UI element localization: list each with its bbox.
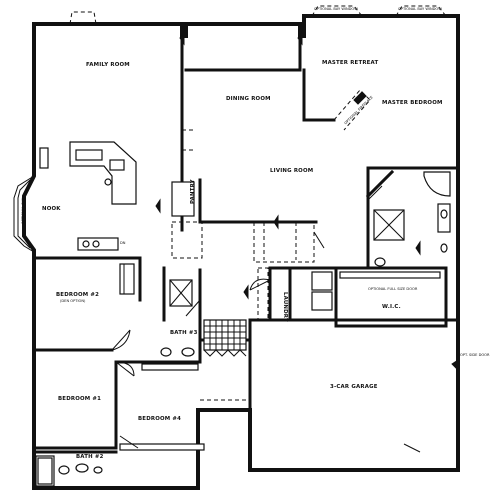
label-dining-room: DINING ROOM xyxy=(226,96,271,102)
label-laundry: LAUNDRY xyxy=(282,292,288,322)
label-living-room: LIVING ROOM xyxy=(270,168,313,174)
bath2-fixtures xyxy=(35,455,103,487)
bath3-fixtures xyxy=(160,279,195,357)
note-optional-bay-1: OPTIONAL BAY WINDOW xyxy=(314,7,358,11)
label-bath-3: BATH #3 xyxy=(170,330,198,336)
label-nook: NOOK xyxy=(42,206,61,212)
laundry-appliances xyxy=(257,267,333,321)
note-bay-nook: OPTIONAL BAY xyxy=(21,197,25,224)
label-master-retreat: MASTER RETREAT xyxy=(322,60,379,66)
label-wic: W.I.C. xyxy=(382,304,401,310)
doors xyxy=(111,185,421,453)
exterior-walls xyxy=(13,5,460,490)
kitchen-island xyxy=(39,141,137,251)
note-pantry: DN xyxy=(120,241,126,245)
dashed-lines xyxy=(171,129,315,411)
note-optional-bay-2: OPTIONAL BAY WINDOW xyxy=(398,7,442,11)
label-bath-2: BATH #2 xyxy=(76,454,104,460)
note-wic: OPTIONAL FULL SIZE DOOR xyxy=(368,287,418,291)
room-labels: FAMILY ROOM DINING ROOM MASTER RETREAT M… xyxy=(42,60,443,460)
master-bath-fixtures xyxy=(333,89,451,267)
label-bedroom-1: BEDROOM #1 xyxy=(58,396,101,402)
closets xyxy=(119,263,441,451)
label-family-room: FAMILY ROOM xyxy=(86,62,130,68)
label-bedroom-4: BEDROOM #4 xyxy=(138,416,181,422)
label-garage: 3-CAR GARAGE xyxy=(330,384,378,390)
label-pantry: PANTRY xyxy=(190,179,196,204)
pantry-closet xyxy=(171,181,195,217)
label-master-bedroom: MASTER BEDROOM xyxy=(382,100,443,106)
label-bedroom-2-option: (DEN OPTION) xyxy=(60,299,86,303)
window-markers xyxy=(155,30,459,372)
note-garage-door: OPT. SIDE DOOR xyxy=(460,353,490,357)
tile-grid xyxy=(203,319,247,357)
label-bedroom-2: BEDROOM #2 xyxy=(56,292,99,298)
